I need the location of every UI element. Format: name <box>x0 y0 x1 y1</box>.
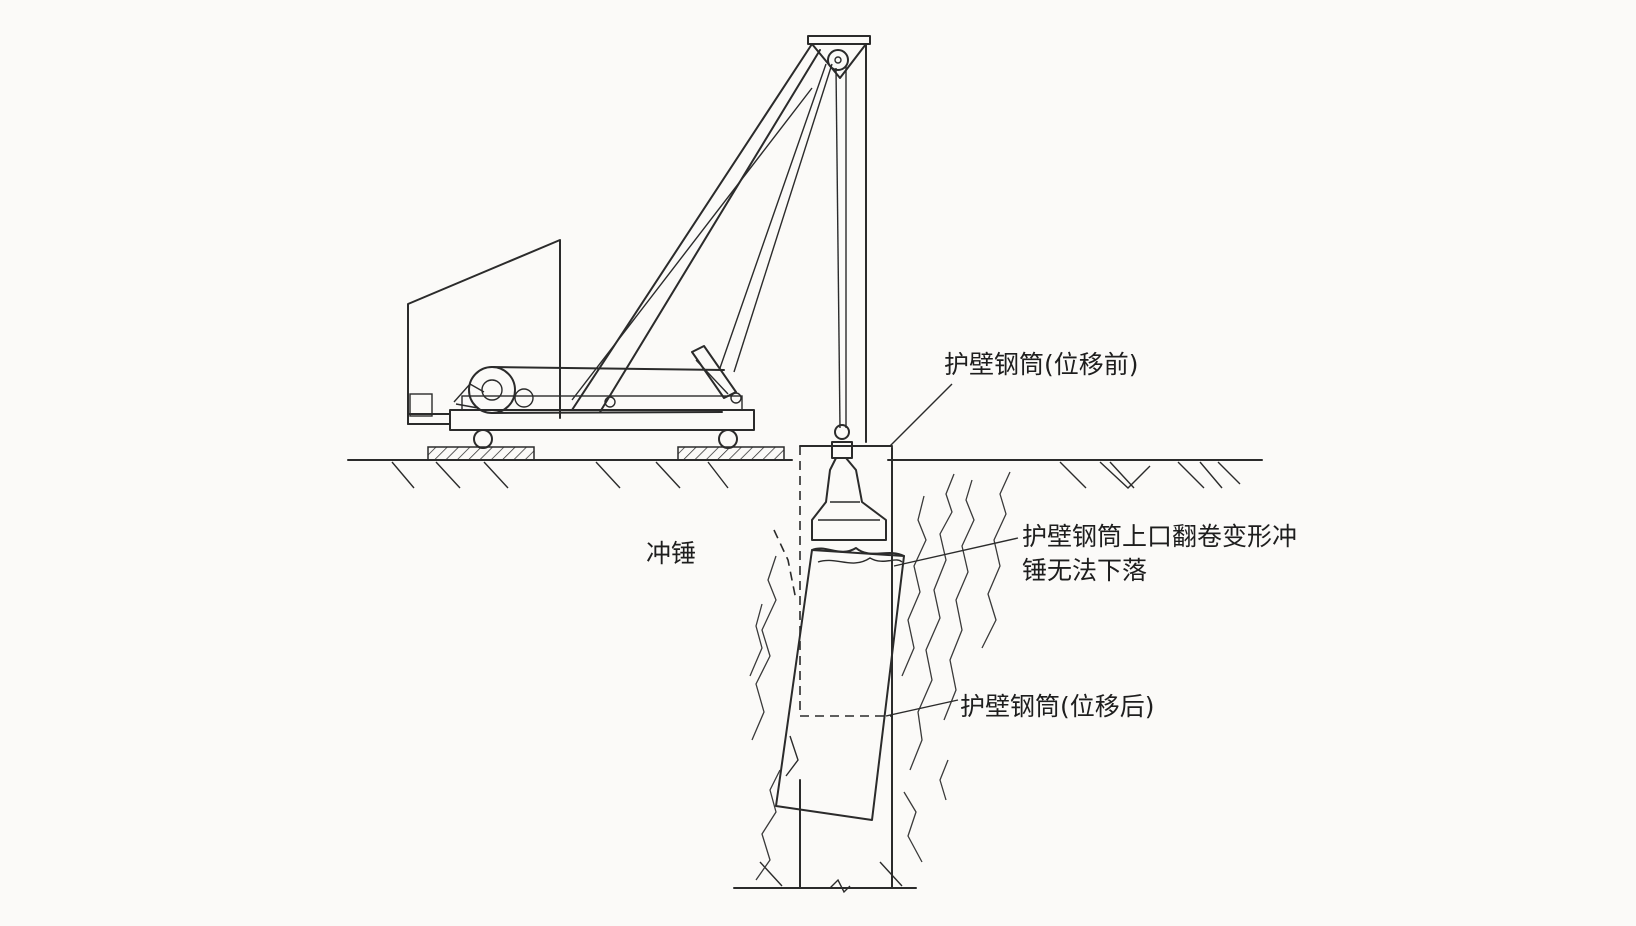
rig-cab <box>407 239 561 425</box>
ground-surface <box>347 459 1263 489</box>
casing-before <box>799 445 893 717</box>
boom-ram <box>691 345 737 399</box>
casing-after <box>775 547 905 821</box>
hole-bottom <box>733 861 917 894</box>
deformation-label-line2: 锤无法下落 <box>1022 556 1148 585</box>
hoist-cable <box>835 66 847 429</box>
soil-cracks <box>749 471 1011 881</box>
hammer-label: 冲锤 <box>646 539 697 568</box>
winch-drum <box>453 366 742 414</box>
casing-after-label: 护壁钢筒(位移后) <box>960 692 1155 721</box>
hammer <box>811 424 887 541</box>
rig-wheels <box>427 429 785 461</box>
casing-before-label: 护壁钢筒(位移前) <box>944 350 1139 379</box>
crown-block <box>807 35 871 79</box>
rig-mast <box>571 43 867 443</box>
leader-lines <box>885 383 1019 717</box>
deformation-label-line1: 护壁钢筒上口翻卷变形冲 <box>1022 522 1298 551</box>
hole-walls <box>773 447 893 889</box>
